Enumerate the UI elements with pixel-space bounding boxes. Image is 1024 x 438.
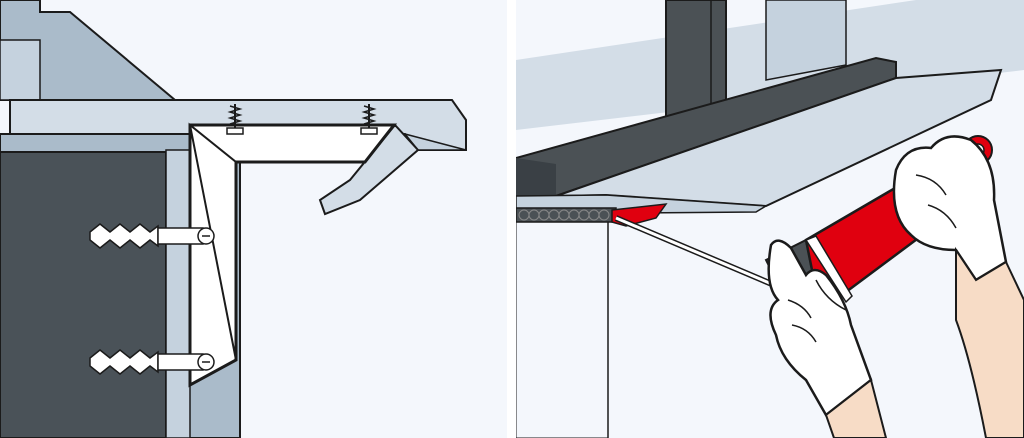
panel-bracket-installation xyxy=(0,0,507,438)
screw-icon xyxy=(360,104,378,135)
wall-reveal xyxy=(0,39,41,101)
wall-upper xyxy=(0,0,178,101)
wall-side-reveal xyxy=(165,149,191,438)
window-frame-side xyxy=(765,0,847,81)
dark-recess xyxy=(0,151,167,438)
glove-icon xyxy=(892,135,1008,282)
forearm-left xyxy=(824,378,888,438)
forearm-right xyxy=(955,246,1024,438)
foam-illustration xyxy=(516,0,1024,438)
wall-plug-icon xyxy=(89,223,215,249)
wall-left xyxy=(516,213,609,438)
panel-foam-application xyxy=(516,0,1024,438)
bracket-fold-line xyxy=(188,122,237,361)
wall-plug-icon xyxy=(89,349,215,375)
profile-end xyxy=(516,158,556,196)
window-mullion xyxy=(665,0,727,119)
screw-icon xyxy=(226,104,244,135)
sill-nose xyxy=(318,123,420,216)
bracket-illustration xyxy=(0,0,507,438)
